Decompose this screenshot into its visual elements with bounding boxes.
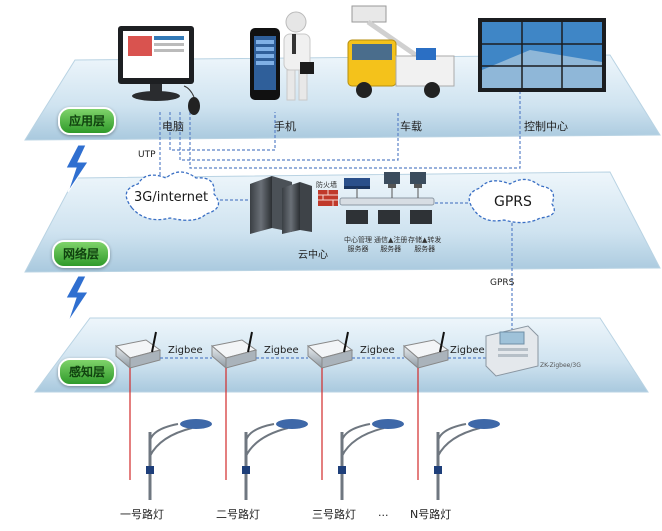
server-label-line: 服务器 [380,245,402,253]
network-switch-icon [344,178,370,189]
lamp-label-n: N号路灯 [410,508,452,521]
zigbee-node [210,331,258,370]
lightning-icon [65,275,89,323]
zigbee-label: Zigbee [168,345,203,356]
street-lamp-icon [434,419,500,500]
server-label-storage: 存储▲转发 服务器 [408,236,441,254]
gprs-cloud-icon [468,178,555,224]
street-lamp-icon [338,419,404,500]
zigbee-label: Zigbee [360,345,395,356]
internet-cloud-label: 3G/internet [134,190,209,205]
lamp-label-1: 一号路灯 [120,508,164,521]
ellipsis-label: ... [378,506,389,519]
zigbee-node [114,331,162,370]
zigbee-node [306,331,354,370]
gateway-model-label: ZK-Zigbee/3G [540,362,581,369]
layer-badge-application: 应用层 [58,107,116,135]
truck-icon [347,5,455,98]
server-label-line: 存储▲转发 [408,236,442,244]
lightning-icon [65,144,89,193]
device-label-vehicle: 车载 [400,120,422,133]
layer-badge-network: 网络层 [52,240,110,268]
phone-icon [250,28,280,100]
workstation-icon [384,172,426,188]
gprs-cloud-label: GPRS [494,194,532,210]
firewall-icon [318,190,338,206]
street-lamp-icon [146,419,212,500]
street-lamp-icon [242,419,308,500]
server-bus [339,188,435,206]
power-lines [129,368,419,480]
layer-badge-sense: 感知层 [58,358,116,386]
lamp-label-2: 二号路灯 [216,508,260,521]
video-wall-icon [478,18,606,92]
lamp-label-3: 三号路灯 [312,508,356,521]
server-label-line: 通信▲注册 [374,236,408,244]
server-boxes [346,210,432,224]
utp-label: UTP [138,150,156,160]
server-label-line: 服务器 [347,245,369,253]
internet-cloud-icon [125,171,220,221]
device-label-phone: 手机 [274,120,296,133]
zigbee-label: Zigbee [264,345,299,356]
computer-icon [118,26,200,115]
device-label-control-center: 控制中心 [524,120,568,133]
server-label-communication: 通信▲注册 服务器 [374,236,407,254]
server-label-line: 服务器 [414,245,436,253]
zigbee-label: Zigbee [450,345,485,356]
firewall-label: 防火墙 [316,181,337,189]
server-label-management: 中心管理 服务器 [344,236,372,254]
server-rack-icon [250,176,312,234]
network-layer-plate [24,171,661,273]
person-icon [283,11,314,101]
cloud-center-label: 云中心 [298,250,328,261]
device-label-pc: 电脑 [162,120,184,133]
zigbee-node [402,331,450,370]
app-links [159,55,521,337]
server-label-line: 中心管理 [344,236,372,244]
gateway-icon [485,325,539,377]
gprs-link-label: GPRS [490,278,515,288]
